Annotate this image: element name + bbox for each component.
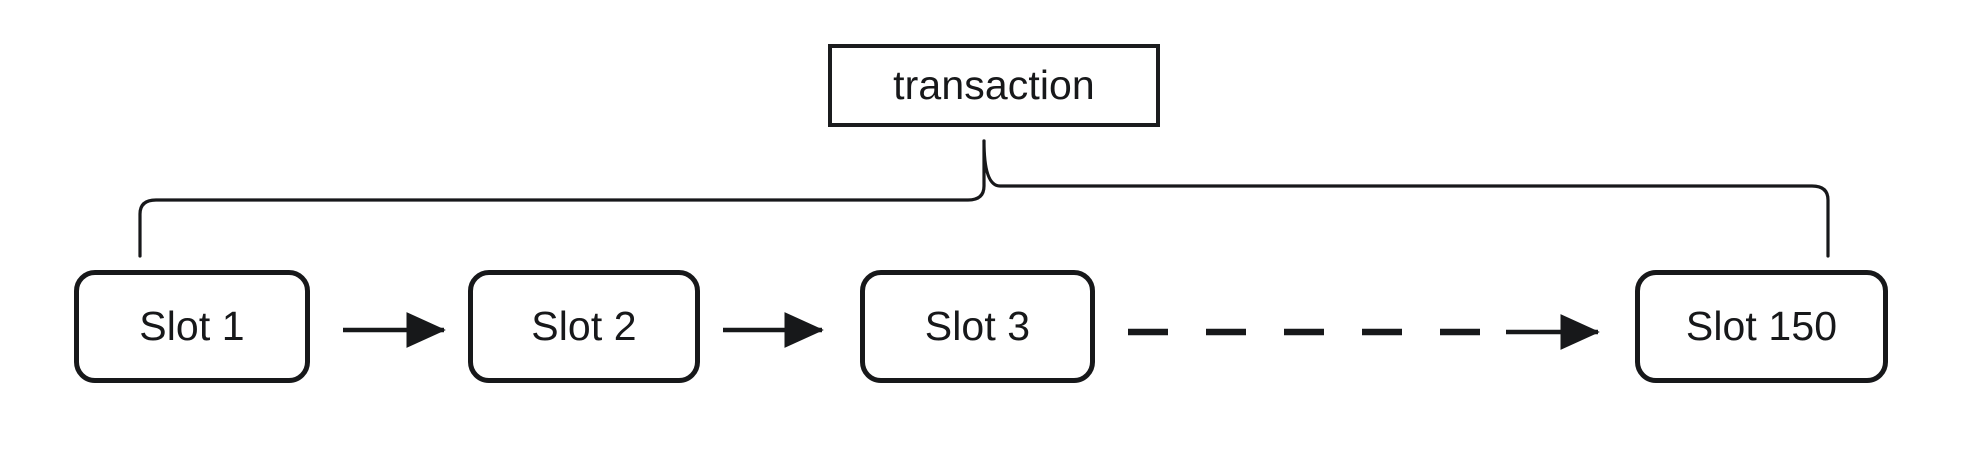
node-transaction[interactable]: transaction <box>828 44 1160 127</box>
node-slot-150-label: Slot 150 <box>1685 303 1838 349</box>
grouping-brace <box>138 139 1830 258</box>
node-slot-3-label: Slot 3 <box>924 303 1031 349</box>
node-slot-1-label: Slot 1 <box>139 303 245 349</box>
node-slot-3[interactable]: Slot 3 <box>860 270 1095 383</box>
node-slot-2-label: Slot 2 <box>531 303 637 349</box>
node-slot-150[interactable]: Slot 150 <box>1635 270 1888 383</box>
node-transaction-label: transaction <box>893 62 1095 108</box>
node-slot-1[interactable]: Slot 1 <box>74 270 310 383</box>
node-slot-2[interactable]: Slot 2 <box>468 270 700 383</box>
